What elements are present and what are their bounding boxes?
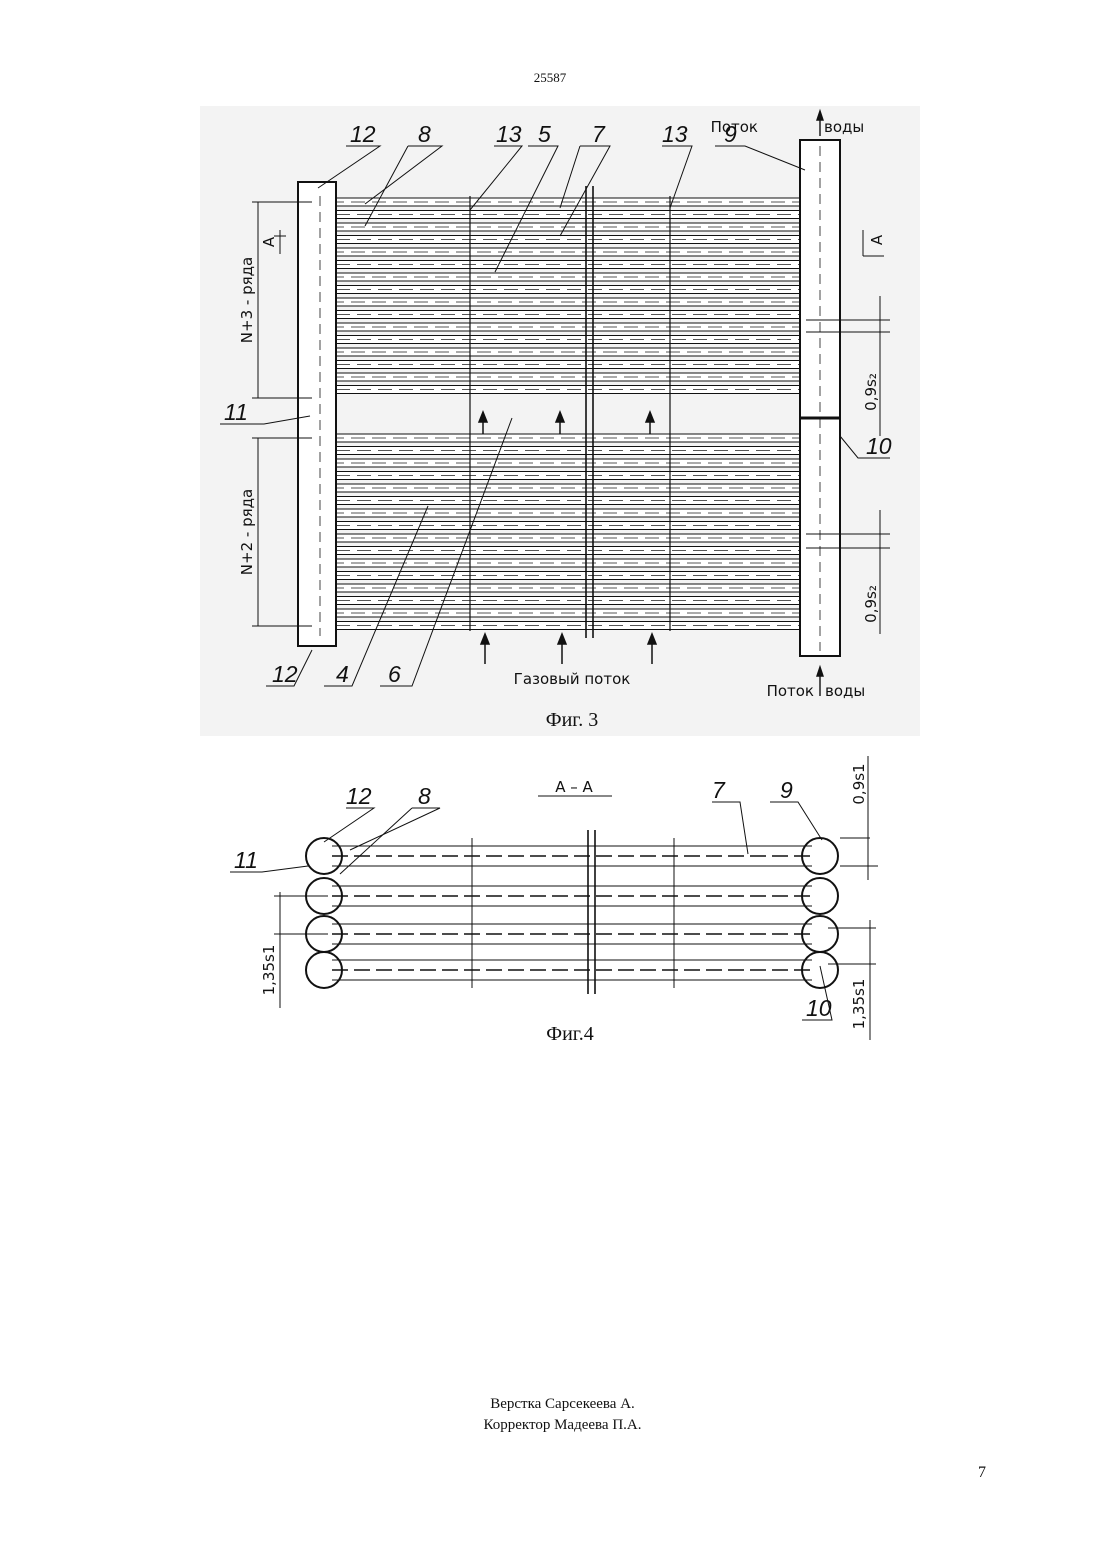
- proofreader-credit: Корректор Мадеева П.А.: [0, 1415, 1100, 1436]
- part-label-13-left: 13: [496, 121, 522, 147]
- part-label-5: 5: [538, 121, 551, 147]
- water-flow-top-label: Поток: [711, 118, 758, 136]
- section-mark-left: A: [260, 236, 278, 247]
- dimension-left-label: 1,35s1: [260, 945, 278, 996]
- pitch-lower-label: 0,9s₂: [862, 585, 880, 623]
- figure-4-drawing: 12 8 7 9 11 10 A – A 0,9s1 1,35s1 1,35s1…: [200, 752, 920, 1052]
- water-flow-bottom-label-2: воды: [825, 682, 865, 700]
- part-label-12-bottom: 12: [272, 661, 298, 687]
- page-number: 7: [978, 1464, 986, 1482]
- pitch-upper-label: 0,9s₂: [862, 373, 880, 411]
- left-header-pipe: [298, 182, 336, 646]
- layout-credit: Верстка Сарсекеева А.: [0, 1394, 1100, 1415]
- part-label-7: 7: [712, 777, 726, 803]
- rows-lower-label: N+2 - ряда: [238, 489, 256, 575]
- part-label-9: 9: [780, 777, 793, 803]
- part-label-11: 11: [224, 399, 248, 425]
- water-flow-top-label-2: воды: [824, 118, 864, 136]
- part-label-7: 7: [592, 121, 606, 147]
- part-label-8: 8: [418, 783, 431, 809]
- gas-flow-label: Газовый поток: [514, 670, 631, 688]
- document-number: 25587: [0, 70, 1100, 86]
- figure-3-drawing: 12 8 13 5 7 13 9 11 10 12 4 6 Поток воды…: [200, 106, 920, 736]
- dimension-right-label: 1,35s1: [850, 979, 868, 1030]
- part-label-6: 6: [388, 661, 401, 687]
- part-label-11: 11: [234, 847, 258, 873]
- part-label-8: 8: [418, 121, 431, 147]
- figure-4-caption: Фиг.4: [546, 1023, 593, 1045]
- section-title: A – A: [555, 778, 593, 796]
- part-label-13-right: 13: [662, 121, 688, 147]
- part-label-10: 10: [866, 433, 892, 459]
- figure-3-caption: Фиг. 3: [546, 709, 598, 731]
- section-mark-right: A: [868, 234, 886, 245]
- part-label-10: 10: [806, 995, 832, 1021]
- credits-block: Верстка Сарсекеева А. Корректор Мадеева …: [0, 1394, 1100, 1436]
- water-flow-bottom-label: Поток: [767, 682, 814, 700]
- part-label-12: 12: [346, 783, 372, 809]
- dimension-top-label: 0,9s1: [850, 763, 868, 804]
- part-label-12-top: 12: [350, 121, 376, 147]
- tube-section-view: [306, 838, 838, 988]
- part-label-4: 4: [336, 661, 349, 687]
- rows-upper-label: N+3 - ряда: [238, 257, 256, 343]
